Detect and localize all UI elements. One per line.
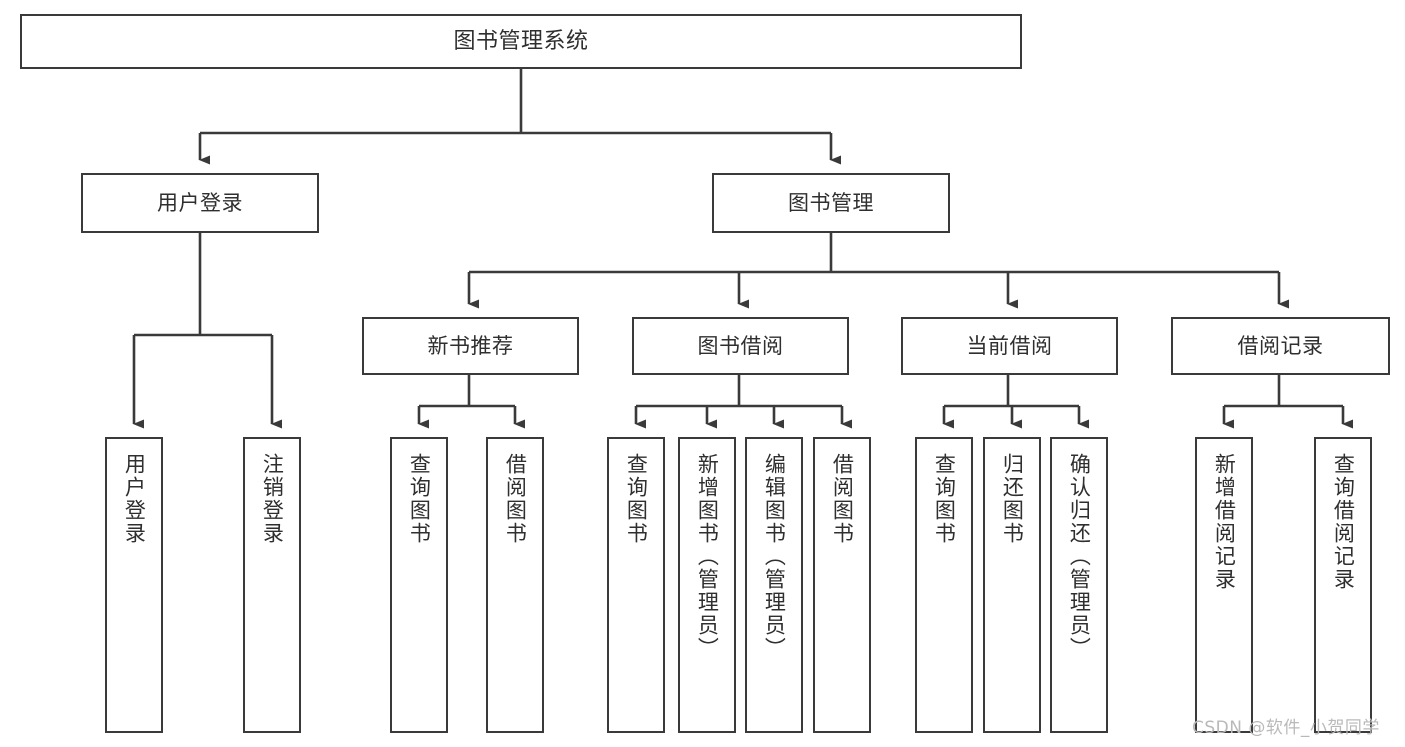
node-user-login[interactable]: 用户登录	[81, 173, 319, 233]
node-book-borrow-label: 图书借阅	[697, 333, 784, 358]
node-user-login-label: 用户登录	[157, 190, 243, 215]
node-leaf-query-book-1-label: 查询图书	[407, 453, 432, 545]
node-leaf-borrow-book-2[interactable]: 借阅图书	[813, 437, 871, 733]
node-leaf-add-record[interactable]: 新增借阅记录	[1195, 437, 1253, 733]
node-book-manage[interactable]: 图书管理	[712, 173, 950, 233]
node-leaf-edit-book[interactable]: 编辑图书（管理员）	[745, 437, 803, 733]
node-borrow-record-label: 借阅记录	[1237, 333, 1324, 358]
node-leaf-return-book-label: 归还图书	[1000, 453, 1025, 545]
node-leaf-query-book-3-label: 查询图书	[932, 453, 957, 545]
node-leaf-user-login-label: 用户登录	[122, 453, 147, 545]
node-leaf-confirm-return[interactable]: 确认归还（管理员）	[1050, 437, 1108, 733]
node-leaf-add-record-label: 新增借阅记录	[1212, 453, 1237, 591]
node-leaf-borrow-book-2-label: 借阅图书	[830, 453, 855, 545]
node-leaf-add-book-label: 新增图书（管理员）	[695, 453, 720, 660]
node-leaf-return-book[interactable]: 归还图书	[983, 437, 1041, 733]
node-leaf-add-book[interactable]: 新增图书（管理员）	[678, 437, 736, 733]
node-leaf-edit-book-label: 编辑图书（管理员）	[762, 453, 787, 660]
node-leaf-borrow-book-1-label: 借阅图书	[503, 453, 528, 545]
node-book-borrow[interactable]: 图书借阅	[632, 317, 849, 375]
node-leaf-confirm-return-label: 确认归还（管理员）	[1067, 453, 1092, 660]
node-leaf-logout[interactable]: 注销登录	[243, 437, 301, 733]
node-leaf-logout-label: 注销登录	[260, 453, 285, 545]
node-new-book-recommend[interactable]: 新书推荐	[362, 317, 579, 375]
node-root[interactable]: 图书管理系统	[20, 14, 1022, 69]
csdn-watermark: CSDN @软件_小贺同学	[1192, 718, 1380, 738]
node-leaf-query-book-2[interactable]: 查询图书	[607, 437, 665, 733]
node-current-borrow[interactable]: 当前借阅	[901, 317, 1118, 375]
node-new-book-recommend-label: 新书推荐	[427, 333, 514, 358]
node-root-label: 图书管理系统	[453, 28, 589, 54]
node-current-borrow-label: 当前借阅	[966, 333, 1053, 358]
node-leaf-query-book-3[interactable]: 查询图书	[915, 437, 973, 733]
node-leaf-query-record-label: 查询借阅记录	[1331, 453, 1356, 591]
node-leaf-query-record[interactable]: 查询借阅记录	[1314, 437, 1372, 733]
node-leaf-query-book-2-label: 查询图书	[624, 453, 649, 545]
node-leaf-user-login[interactable]: 用户登录	[105, 437, 163, 733]
node-book-manage-label: 图书管理	[788, 190, 874, 215]
node-leaf-borrow-book-1[interactable]: 借阅图书	[486, 437, 544, 733]
node-borrow-record[interactable]: 借阅记录	[1171, 317, 1390, 375]
node-leaf-query-book-1[interactable]: 查询图书	[390, 437, 448, 733]
